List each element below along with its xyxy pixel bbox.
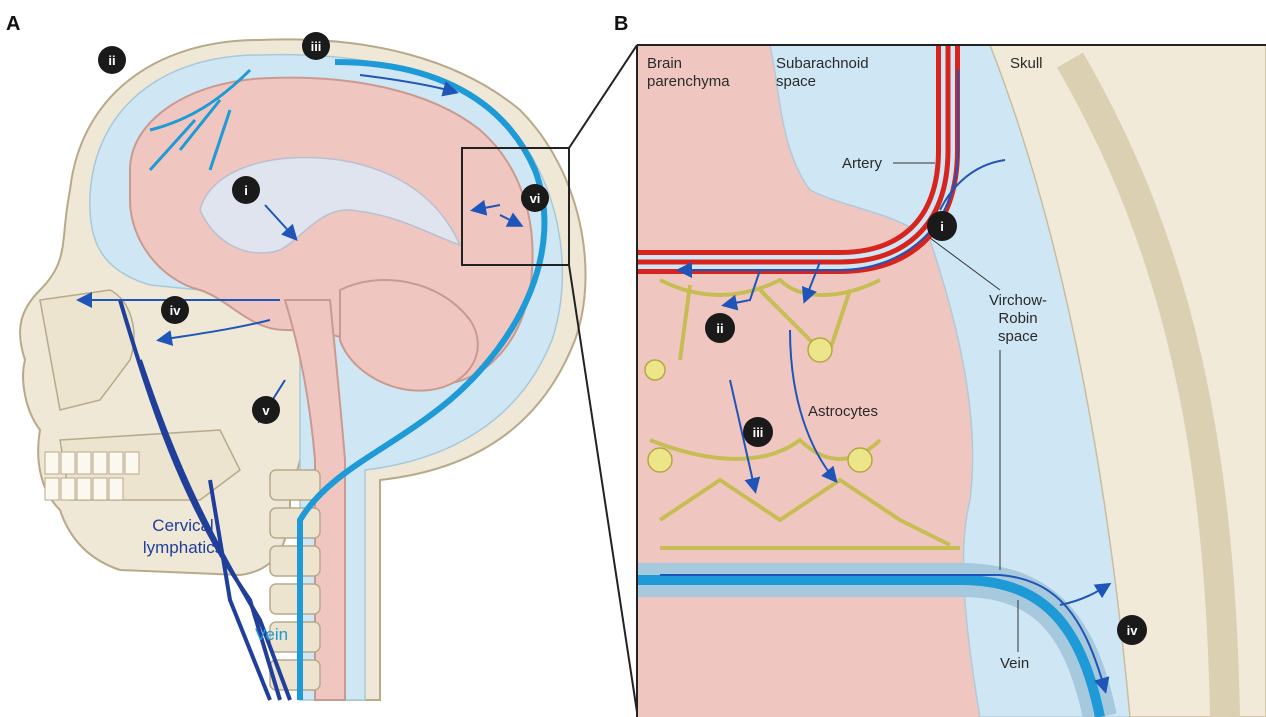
marker-a-i: i xyxy=(232,176,260,204)
svg-text:iii: iii xyxy=(753,425,764,440)
cervical-label-2: lymphatics xyxy=(143,538,223,557)
marker-a-iii: iii xyxy=(302,32,330,60)
svg-text:iv: iv xyxy=(170,303,182,318)
marker-b-iii: iii xyxy=(743,417,773,447)
svg-text:vi: vi xyxy=(530,191,541,206)
svg-text:iii: iii xyxy=(311,39,322,54)
marker-a-vi: vi xyxy=(521,184,549,212)
virchow-label-3: space xyxy=(998,328,1038,345)
brain-parenchyma-label-1: Brain xyxy=(647,55,682,72)
subarachnoid-label-2: space xyxy=(776,73,816,90)
skull-label: Skull xyxy=(1010,55,1043,72)
marker-a-ii: ii xyxy=(98,46,126,74)
panel-a-label: A xyxy=(6,13,20,35)
svg-text:ii: ii xyxy=(108,53,115,68)
inset-connector-bottom xyxy=(569,265,637,712)
svg-text:ii: ii xyxy=(716,321,723,336)
cervical-label-1: Cervical xyxy=(152,516,213,535)
vein-label-b: Vein xyxy=(1000,655,1029,672)
astrocytes-label: Astrocytes xyxy=(808,403,878,420)
artery-label: Artery xyxy=(842,155,883,172)
svg-text:v: v xyxy=(262,403,270,418)
subarachnoid-label-1: Subarachnoid xyxy=(776,55,869,72)
marker-b-ii: ii xyxy=(705,313,735,343)
svg-text:i: i xyxy=(244,183,248,198)
brain-parenchyma-label-2: parenchyma xyxy=(647,73,730,90)
marker-b-i: i xyxy=(927,211,957,241)
inset-connector-top xyxy=(569,45,637,148)
marker-a-v: v xyxy=(252,396,280,424)
svg-text:i: i xyxy=(940,219,944,234)
svg-text:iv: iv xyxy=(1127,623,1139,638)
virchow-label-2: Robin xyxy=(998,310,1037,327)
marker-a-iv: iv xyxy=(161,296,189,324)
panel-b-label: B xyxy=(614,13,628,35)
virchow-label-1: Virchow- xyxy=(989,292,1047,309)
vein-label-a: Vein xyxy=(255,625,288,644)
marker-b-iv: iv xyxy=(1117,615,1147,645)
